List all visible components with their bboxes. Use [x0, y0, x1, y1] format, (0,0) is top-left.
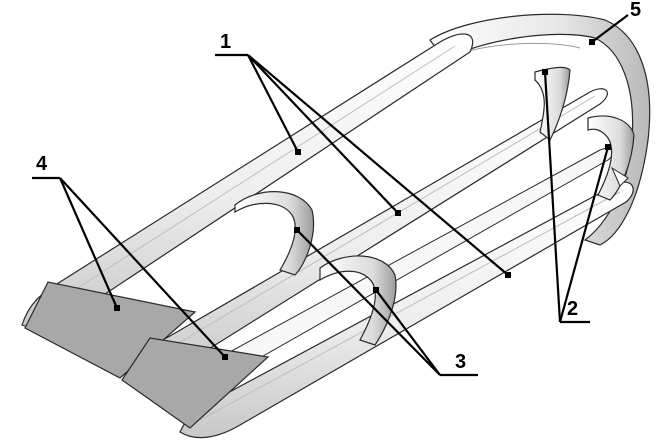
mid-fin-lower — [319, 255, 397, 346]
label-2: 2 — [567, 298, 578, 320]
rear-fin-upper — [534, 66, 571, 141]
label-3: 3 — [455, 351, 466, 373]
upper-outer-tube — [21, 33, 474, 329]
label-1: 1 — [220, 31, 231, 53]
front-fin-left — [24, 281, 197, 379]
label-5: 5 — [630, 0, 641, 21]
leader-markers — [114, 39, 611, 360]
mid-fin-upper — [234, 191, 315, 276]
leader-lines — [32, 14, 629, 377]
rear-fin-lower — [587, 115, 635, 201]
label-4: 4 — [36, 153, 48, 175]
front-fin-right — [121, 337, 270, 429]
